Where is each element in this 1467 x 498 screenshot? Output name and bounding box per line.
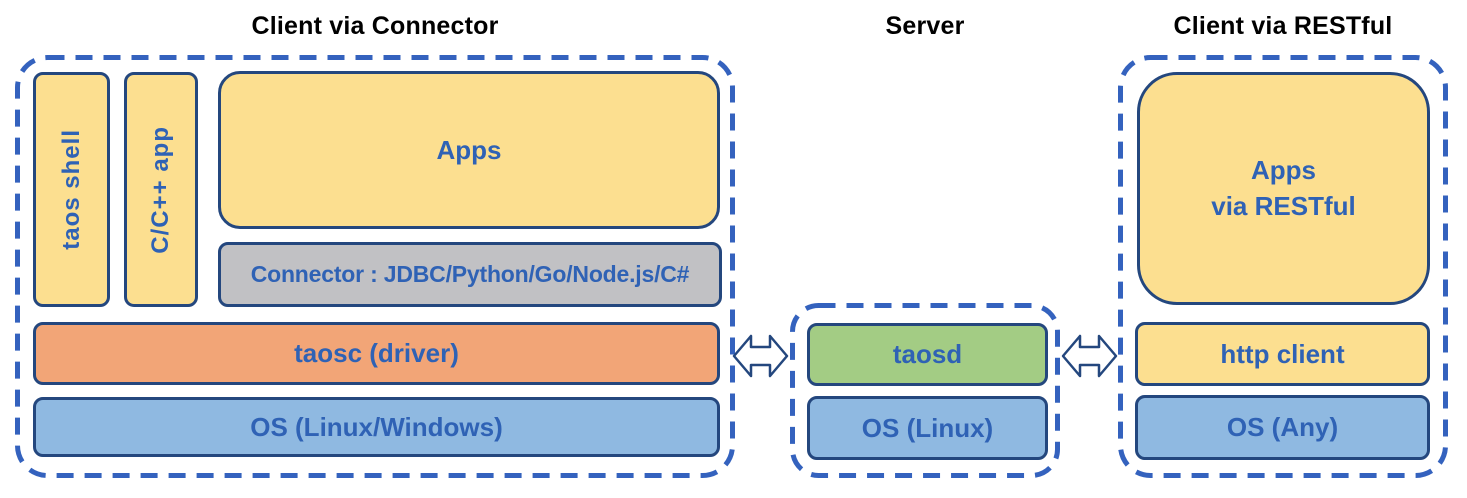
http-client-box: http client	[1135, 322, 1430, 386]
os-any-box: OS (Any)	[1135, 395, 1430, 460]
os-linux-label: OS (Linux)	[861, 412, 994, 443]
taos-shell-box: taos shell	[33, 72, 110, 307]
os-any-label: OS (Any)	[1226, 412, 1339, 442]
apps-via-restful-label: Apps via RESTful	[1211, 153, 1355, 223]
os-linux-windows-label: OS (Linux/Windows)	[250, 411, 503, 442]
left-double-arrow-icon	[732, 334, 789, 378]
cpp-app-label: C/C++ app	[147, 125, 174, 254]
apps-via-restful-box: Apps via RESTful	[1137, 72, 1430, 305]
taosc-driver-label: taosc (driver)	[294, 338, 459, 368]
group-title-client-restful: Client via RESTful	[1173, 12, 1393, 40]
connector-bar-label: Connector : JDBC/Python/Go/Node.js/C#	[250, 261, 690, 287]
taos-shell-label: taos shell	[57, 129, 85, 250]
os-linux-box: OS (Linux)	[807, 396, 1048, 460]
client-connector-group-border	[15, 55, 735, 478]
taosd-box: taosd	[807, 323, 1048, 386]
connector-bar-box: Connector : JDBC/Python/Go/Node.js/C#	[218, 242, 722, 307]
apps-box: Apps	[218, 71, 720, 229]
group-title-server: Server	[885, 12, 965, 40]
apps-via-restful-line2: via RESTful	[1211, 190, 1356, 221]
group-title-client-connector: Client via Connector	[251, 12, 499, 40]
apps-via-restful-line1: Apps	[1250, 155, 1316, 186]
taosc-driver-box: taosc (driver)	[33, 322, 720, 385]
http-client-label: http client	[1220, 338, 1345, 369]
cpp-app-box: C/C++ app	[124, 72, 198, 307]
right-double-arrow-icon	[1061, 334, 1118, 378]
taosd-label: taosd	[892, 339, 963, 369]
server-group-border	[790, 303, 1060, 478]
os-linux-windows-box: OS (Linux/Windows)	[33, 397, 720, 457]
apps-label: Apps	[436, 134, 502, 165]
client-restful-group-border	[1118, 55, 1448, 478]
